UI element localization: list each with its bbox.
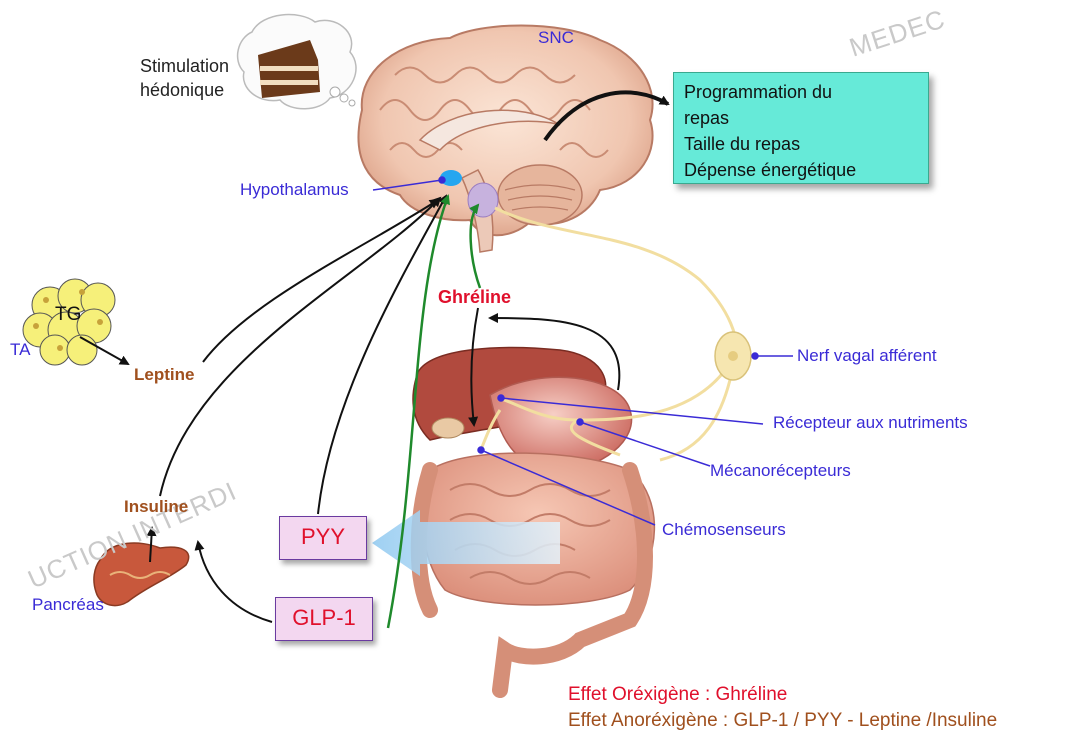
label-insuline: Insuline <box>124 497 188 517</box>
label-chemosenseurs: Chémosenseurs <box>662 520 786 540</box>
effects-line-1: Programmation du <box>684 79 918 105</box>
label-hypothalamus: Hypothalamus <box>240 180 349 200</box>
label-pancreas: Pancréas <box>32 595 104 615</box>
label-mecanorecepteurs: Mécanorécepteurs <box>710 461 851 481</box>
label-ta: TA <box>10 340 30 360</box>
effects-box: Programmation du repas Taille du repas D… <box>673 72 929 184</box>
label-ghreline: Ghréline <box>438 287 511 308</box>
label-nerf-vagal: Nerf vagal afférent <box>797 346 937 366</box>
label-stimulation-line1: Stimulation <box>140 54 229 78</box>
label-tg: TG <box>55 304 81 326</box>
hormone-box-pyy: PYY <box>279 516 367 560</box>
brain-illustration <box>358 26 652 253</box>
label-snc: SNC <box>538 28 574 48</box>
label-leptine: Leptine <box>134 365 194 385</box>
label-stimulation-line2: hédonique <box>140 78 229 102</box>
label-recepteur: Récepteur aux nutriments <box>773 413 968 433</box>
legend-orexigene: Effet Oréxigène : Ghréline <box>568 684 787 706</box>
effects-line-3: Taille du repas <box>684 131 918 157</box>
digestive-illustration <box>413 348 654 690</box>
effects-line-2: repas <box>684 105 918 131</box>
cake-thought-bubble <box>238 15 356 109</box>
legend-anorexigene: Effet Anoréxigène : GLP-1 / PYY - Leptin… <box>568 710 997 732</box>
hormone-box-glp1: GLP-1 <box>275 597 373 641</box>
label-stimulation: Stimulation hédonique <box>140 54 229 102</box>
effects-line-4: Dépense énergétique <box>684 157 918 183</box>
